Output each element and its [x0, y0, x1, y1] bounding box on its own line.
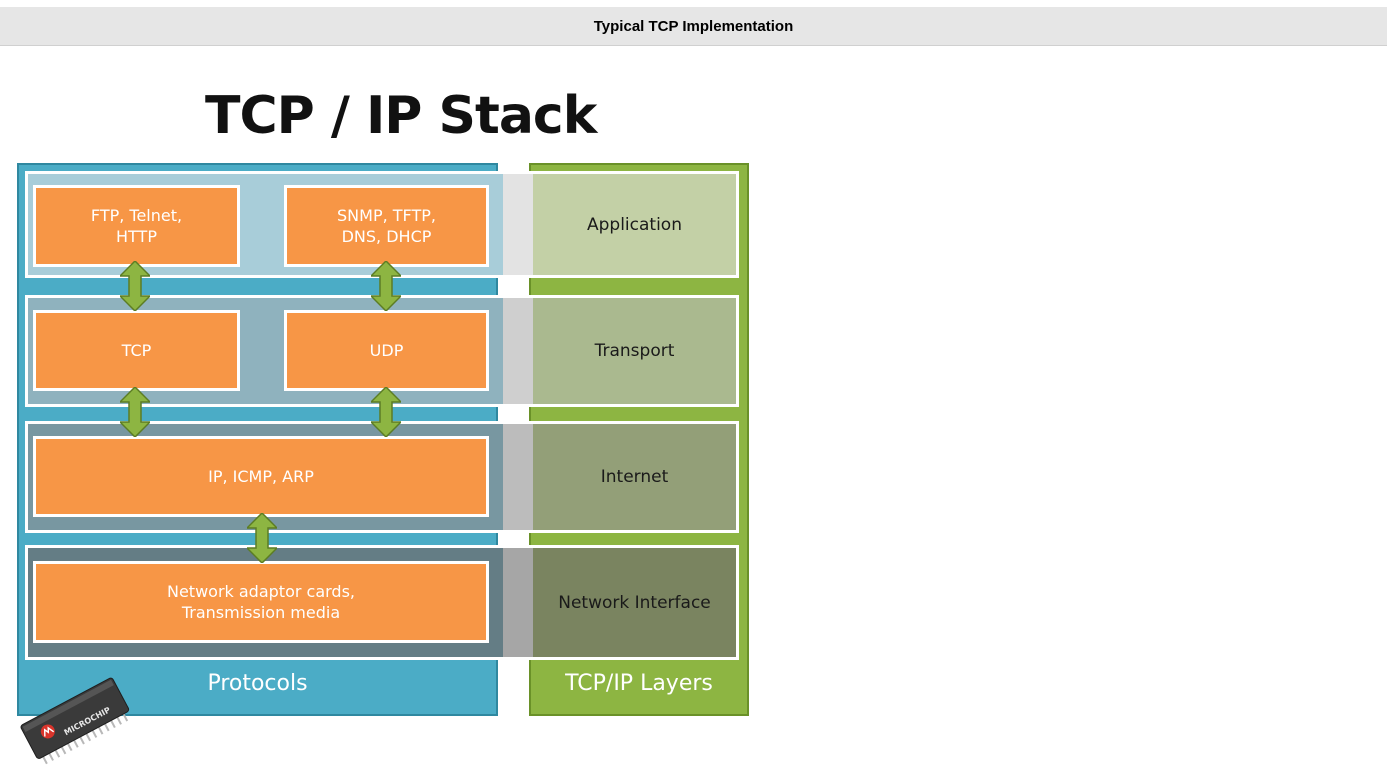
protocol-box-udp: UDP	[284, 310, 489, 391]
protocol-box-ip: IP, ICMP, ARP	[33, 436, 489, 517]
protocol-box-snmp-label: SNMP, TFTP, DNS, DHCP	[337, 206, 436, 246]
double-arrow-icon	[371, 261, 401, 311]
microchip-logo-icon: MICROCHIP	[20, 677, 130, 765]
protocol-box-tcp: TCP	[33, 310, 240, 391]
protocol-box-udp-label: UDP	[369, 341, 404, 360]
header-title: Typical TCP Implementation	[593, 17, 794, 35]
layer-name-application: Application	[587, 214, 682, 235]
protocols-label: Protocols	[207, 670, 308, 696]
protocol-box-ftp: FTP, Telnet, HTTP	[33, 185, 240, 267]
layer-name-transport: Transport	[594, 341, 675, 361]
header-bar: Typical TCP Implementation	[0, 7, 1387, 46]
protocol-box-network-adaptor-label: Network adaptor cards, Transmission medi…	[166, 582, 355, 622]
double-arrow-icon	[247, 513, 277, 563]
layers-label: TCP/IP Layers	[565, 670, 713, 696]
protocol-box-tcp-label: TCP	[121, 341, 152, 360]
double-arrow-icon	[120, 261, 150, 311]
double-arrow-icon	[371, 387, 401, 437]
protocol-box-snmp: SNMP, TFTP, DNS, DHCP	[284, 185, 489, 267]
protocol-box-ip-label: IP, ICMP, ARP	[208, 467, 314, 486]
protocol-box-network-adaptor: Network adaptor cards, Transmission medi…	[33, 561, 489, 643]
layer-name-network-interface: Network Interface	[558, 592, 711, 613]
protocol-box-ftp-label: FTP, Telnet, HTTP	[90, 206, 183, 246]
double-arrow-icon	[120, 387, 150, 437]
diagram-title: TCP / IP Stack	[205, 86, 597, 146]
layer-name-internet: Internet	[600, 467, 669, 487]
